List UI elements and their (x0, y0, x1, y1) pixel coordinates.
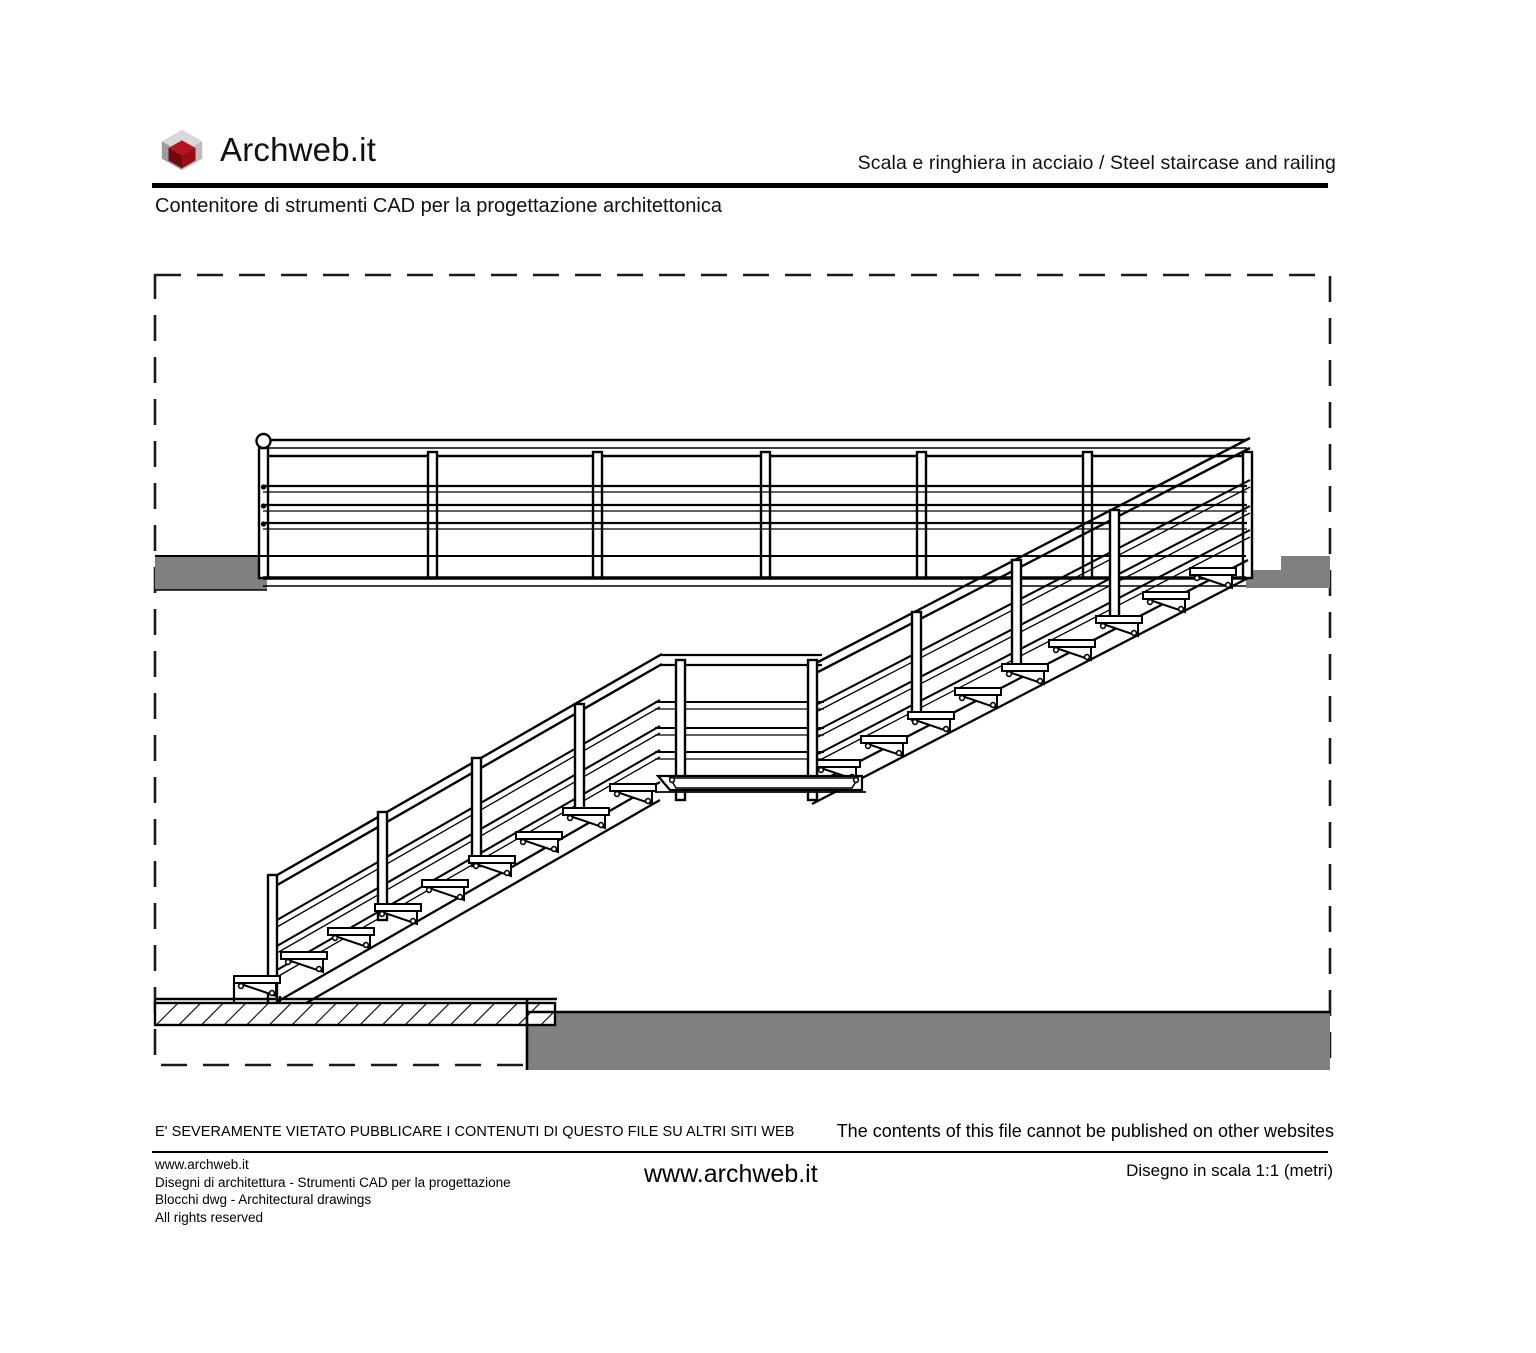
copyright-warning-en: The contents of this file cannot be publ… (836, 1121, 1334, 1141)
tread-bracket (1001, 663, 1049, 686)
header-subtitle: Contenitore di strumenti CAD per la prog… (155, 195, 722, 217)
copyright-warning-it: E' SEVERAMENTE VIETATO PUBBLICARE I CONT… (155, 1124, 795, 1140)
tread-bracket (562, 807, 610, 830)
upper-flight-handrail (817, 436, 1251, 674)
tread-bracket (609, 783, 657, 806)
footer-credit-line-4: All rights reserved (155, 1209, 264, 1225)
tread-bracket (907, 711, 955, 734)
header-divider (152, 183, 1328, 188)
upper-top-rail (263, 438, 1247, 458)
tread-bracket (860, 735, 908, 758)
landing-top-rail (660, 653, 822, 667)
tread-bracket (374, 903, 422, 926)
post-ball-finial-icon (255, 432, 272, 450)
footer-divider (152, 1151, 1328, 1153)
lower-flight-treads (232, 783, 657, 1003)
tread-bracket (1189, 567, 1237, 590)
footer-credits: www.archweb.it Disegni di architettura -… (155, 1156, 511, 1226)
tread-bracket (1048, 639, 1096, 662)
archweb-cube-logo-icon (161, 129, 203, 171)
drawing-title: Scala e ringhiera in acciaio / Steel sta… (857, 152, 1336, 174)
tread-bracket (468, 855, 516, 878)
rail-connector-dots (260, 484, 267, 527)
hatched-floor-slab (153, 997, 1330, 1070)
tread-bracket (280, 951, 328, 974)
tread-bracket (421, 879, 469, 902)
drawing-frame-border (153, 273, 1332, 1067)
intermediate-landing (655, 653, 866, 802)
landing-deck-plate (655, 774, 866, 793)
lower-stair-flight (232, 652, 663, 1026)
upper-platform-deck (155, 555, 1246, 591)
drawing-scale-note: Disegno in scala 1:1 (metri) (1126, 1161, 1333, 1180)
page-header: Archweb.it Scala e ringhiera in acciaio … (0, 0, 1536, 230)
tread-bracket (954, 687, 1002, 710)
tread-bracket (515, 831, 563, 854)
brand-logo-block[interactable]: Archweb.it (158, 126, 376, 174)
footer-credit-line-2: Disegni di architettura - Strumenti CAD … (155, 1174, 511, 1190)
upper-platform-railing (155, 432, 1254, 591)
landing-posts (674, 658, 819, 802)
tread-bracket (327, 927, 375, 950)
concrete-masses (155, 556, 1330, 1070)
tread-bracket (233, 975, 281, 998)
lower-flight-mid-rails (269, 699, 661, 982)
lower-flight-handrail (271, 652, 663, 890)
staircase-elevation-svg (153, 273, 1332, 1070)
footer-credit-line-1: www.archweb.it (155, 1157, 249, 1172)
tread-bracket (1142, 591, 1190, 614)
footer-website-url[interactable]: www.archweb.it (644, 1160, 818, 1188)
brand-name: Archweb.it (220, 131, 377, 168)
tread-bracket (1095, 615, 1143, 638)
page-footer: E' SEVERAMENTE VIETATO PUBBLICARE I CONT… (0, 1100, 1536, 1353)
cad-drawing-canvas (0, 230, 1536, 1090)
upper-stair-flight (811, 436, 1251, 806)
footer-credit-line-3: Blocchi dwg - Architectural drawings (155, 1192, 372, 1207)
upper-mid-rails (263, 484, 1247, 530)
upper-flight-treads (813, 567, 1237, 782)
upper-flight-mid-rails (817, 479, 1251, 762)
